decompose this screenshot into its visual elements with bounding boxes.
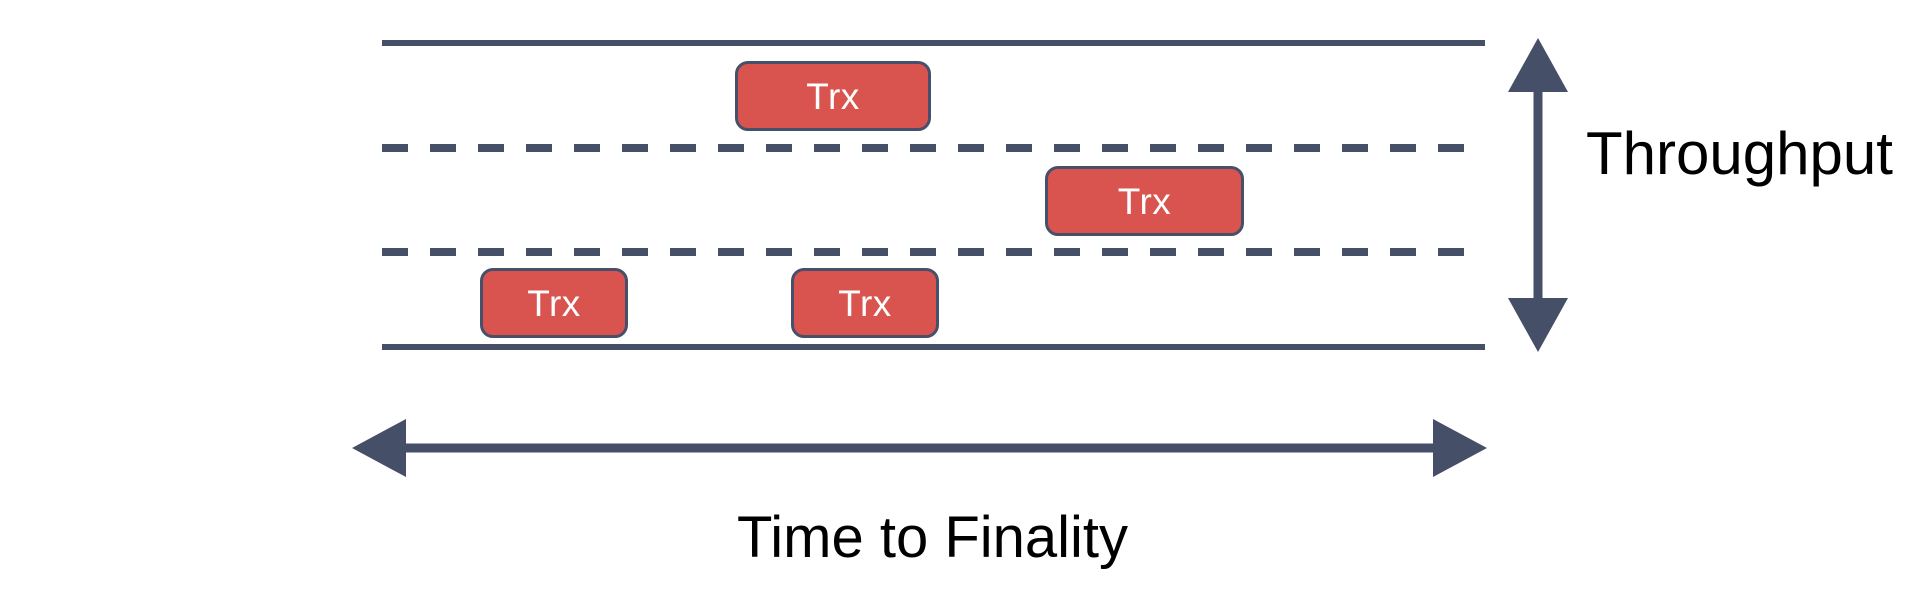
transaction-label: Trx [806,75,860,117]
throughput-arrow [1508,38,1568,352]
transaction-label: Trx [838,282,892,324]
throughput-axis-label: Throughput [1586,120,1893,187]
time-to-finality-arrow [352,419,1487,477]
transaction-label: Trx [527,282,581,324]
transaction-box[interactable]: Trx [735,61,931,131]
transaction-box[interactable]: Trx [480,268,628,338]
transaction-box[interactable]: Trx [791,268,939,338]
time-to-finality-axis-label: Time to Finality [737,505,1129,570]
transaction-label: Trx [1117,180,1172,222]
transaction-box[interactable]: Trx [1045,166,1244,236]
